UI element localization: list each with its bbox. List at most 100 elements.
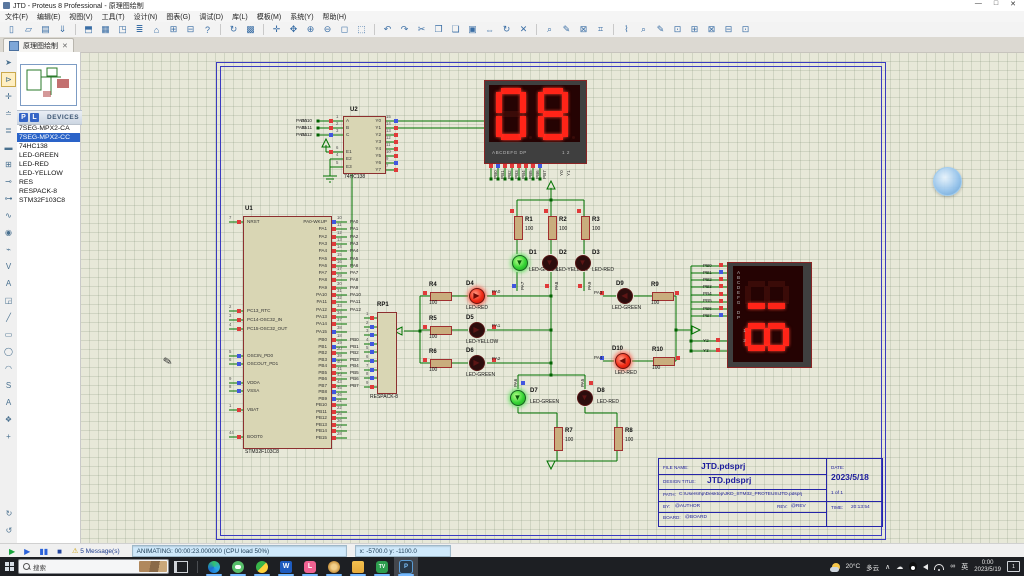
goto-sheet-icon[interactable]: ⊟ <box>724 24 733 34</box>
device-pin-icon[interactable]: ⊶ <box>4 194 13 203</box>
pick-parts-button[interactable]: P <box>19 113 28 122</box>
device-item[interactable]: LED-GREEN <box>19 152 59 159</box>
pick-device-icon[interactable]: ⌕ <box>546 24 553 34</box>
chevron-up-icon[interactable]: ∧ <box>885 563 891 571</box>
menu-item[interactable]: 设计(N) <box>133 13 158 21</box>
generator-mode-icon[interactable]: ⌁ <box>6 245 11 254</box>
search-tag-icon[interactable]: ⌕ <box>640 24 647 34</box>
bus-mode-icon[interactable]: ▬ <box>4 143 13 152</box>
clock[interactable]: 0:00 2023/5/19 <box>974 560 1001 574</box>
notification-icon[interactable]: 1 <box>1007 561 1020 572</box>
new-sheet-icon[interactable]: ⊞ <box>169 24 178 34</box>
cloud-icon[interactable]: ☁ <box>896 563 904 571</box>
task-view-icon[interactable] <box>174 560 188 573</box>
virtual-instrument-icon[interactable]: ◲ <box>4 296 13 305</box>
device-item[interactable]: RES <box>19 179 33 186</box>
current-probe-icon[interactable]: A <box>5 279 12 288</box>
wechat-icon[interactable] <box>226 557 250 576</box>
step-button[interactable]: ▶ <box>24 546 31 556</box>
pcb-layout-icon[interactable]: ▦ <box>101 24 110 34</box>
zoom-in-icon[interactable]: ⊕ <box>306 24 315 34</box>
menu-item[interactable]: 模板(M) <box>256 13 282 21</box>
selection-cursor-icon[interactable]: ➤ <box>5 58 12 67</box>
weather-temp[interactable]: 20°C <box>845 563 861 570</box>
close-button[interactable]: ✕ <box>1010 1 1016 8</box>
link-icon[interactable]: ∞ <box>950 563 956 570</box>
design-explorer-icon[interactable]: ⌂ <box>153 24 160 35</box>
menu-item[interactable]: 视图(V) <box>69 13 93 21</box>
design-rule-icon[interactable]: ⊡ <box>673 24 682 34</box>
2d-line-icon[interactable]: ╱ <box>6 313 11 322</box>
packaging-icon[interactable]: ⊠ <box>579 24 588 34</box>
menu-item[interactable]: 帮助(H) <box>322 13 347 21</box>
wire-autorouter-icon[interactable]: ⌇ <box>624 24 629 34</box>
redraw-icon[interactable]: ↻ <box>229 24 238 34</box>
zoom-out-icon[interactable]: ⊖ <box>323 24 332 34</box>
block-delete-icon[interactable]: ✕ <box>519 24 528 34</box>
play-button[interactable]: ▶ <box>9 546 16 556</box>
weather-cond[interactable]: 多云 <box>866 564 880 572</box>
ime-language-indicator[interactable]: 英 <box>961 563 969 571</box>
make-device-icon[interactable]: ✎ <box>562 24 571 34</box>
proteus-icon[interactable]: P <box>394 557 418 576</box>
2d-text-icon[interactable]: A <box>5 398 12 407</box>
globe-icon[interactable] <box>250 557 274 576</box>
zoom-to-child-icon[interactable]: ⊠ <box>707 24 716 34</box>
stop-button[interactable]: ■ <box>57 546 62 556</box>
menu-item[interactable]: 文件(F) <box>5 13 28 21</box>
app-green-icon[interactable]: TV <box>370 557 394 576</box>
import-icon[interactable]: ⇓ <box>58 24 67 34</box>
maximize-button[interactable]: □ <box>993 0 999 7</box>
edge-icon[interactable] <box>202 557 226 576</box>
bom-icon[interactable]: ≣ <box>135 24 144 34</box>
new-file-icon[interactable]: ▯ <box>9 24 14 34</box>
menu-item[interactable]: 编辑(E) <box>36 13 61 21</box>
network-icon[interactable] <box>934 563 945 571</box>
block-copy-icon[interactable]: ▣ <box>468 24 477 34</box>
terminal-mode-icon[interactable]: ⊸ <box>5 177 12 186</box>
junction-dot-icon[interactable]: ✛ <box>5 92 12 101</box>
pan-icon[interactable]: ✥ <box>289 24 298 34</box>
2d-circle-icon[interactable]: ◯ <box>4 347 13 356</box>
save-file-icon[interactable]: ▤ <box>41 24 50 34</box>
2d-symbol-icon[interactable]: ❖ <box>4 415 13 424</box>
device-item[interactable]: LED-RED <box>19 161 49 168</box>
2d-box-icon[interactable]: ▭ <box>4 330 13 339</box>
menu-item[interactable]: 图表(G) <box>166 13 191 21</box>
device-item[interactable]: 7SEG-MPX2-CC <box>17 133 80 142</box>
menu-item[interactable]: 系统(Y) <box>290 13 314 21</box>
app-pink-icon[interactable]: L <box>298 557 322 576</box>
device-item[interactable]: 74HC138 <box>19 143 48 150</box>
menu-item[interactable]: 库(L) <box>232 13 248 21</box>
device-item[interactable]: 7SEG-MPX2-CA <box>19 125 70 132</box>
2d-path-icon[interactable]: S <box>5 381 12 390</box>
paste-icon[interactable]: ❏ <box>451 24 460 34</box>
schematic-canvas[interactable] <box>80 52 1024 543</box>
copy-icon[interactable]: ❐ <box>434 24 443 34</box>
block-move-icon[interactable]: ⇔ <box>485 24 494 35</box>
menu-item[interactable]: 调试(D) <box>199 13 224 21</box>
help-icon[interactable]: ? <box>204 24 210 35</box>
subcircuit-icon[interactable]: ⊞ <box>5 160 12 169</box>
text-script-icon[interactable]: ⊡ <box>741 24 750 34</box>
pause-button[interactable]: ▮▮ <box>39 546 49 556</box>
qq-icon[interactable] <box>909 562 918 571</box>
search-input[interactable]: 搜索 <box>18 559 169 574</box>
schematic-preview-thumbnail[interactable] <box>20 64 77 106</box>
marker-icon[interactable]: + <box>6 432 11 441</box>
explorer-icon[interactable] <box>346 557 370 576</box>
weather-icon[interactable] <box>829 562 840 572</box>
wire-label-icon[interactable]: ≐ <box>5 109 12 118</box>
2d-arc-icon[interactable]: ◠ <box>5 364 12 373</box>
volume-icon[interactable] <box>923 563 929 570</box>
origin-icon[interactable]: ✛ <box>272 24 281 34</box>
tape-recorder-icon[interactable]: ◉ <box>5 228 12 237</box>
tab-close-icon[interactable]: ✕ <box>62 43 68 50</box>
word-icon[interactable]: W <box>274 557 298 576</box>
zoom-all-icon[interactable]: ◻ <box>340 24 349 34</box>
message-count[interactable]: 5 Message(s) <box>80 547 120 555</box>
device-item[interactable]: STM32F103C8 <box>19 197 66 204</box>
minimize-button[interactable]: — <box>974 0 982 7</box>
menu-item[interactable]: 工具(T) <box>101 13 125 21</box>
open-file-icon[interactable]: ▱ <box>25 24 32 34</box>
